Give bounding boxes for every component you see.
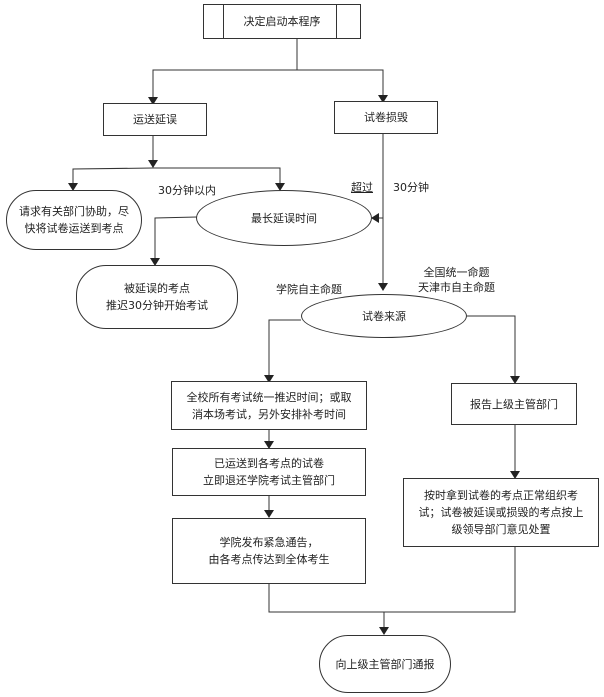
edge-start-damage [297, 69, 388, 103]
request-help-node: 请求有关部门协助，尽 快将试卷运送到考点 [6, 190, 142, 250]
return-papers-node: 已运送到各考点的试卷 立即退还学院考试主管部门 [172, 448, 366, 496]
normal-exam-node: 按时拿到试卷的考点正常组织考 试；试卷被延误或损毁的考点按上 级领导部门意见处置 [403, 478, 599, 547]
edge-delay-help [68, 167, 154, 191]
emergency-notice-node: 学院发布紧急通告， 由各考点传达到全体考生 [172, 518, 366, 584]
start-node-right-bar [336, 5, 337, 38]
edge-maxdelay-postpone [150, 216, 198, 266]
start-node-left-bar [223, 5, 224, 38]
edge-source-report [467, 315, 520, 384]
postpone-node: 被延误的考点 推迟30分钟开始考试 [76, 265, 238, 329]
damage-node: 试卷损毁 [334, 101, 438, 134]
edge-source-school [264, 319, 301, 383]
delay-node: 运送延误 [103, 103, 207, 136]
label-national: 全国统一命题 天津市自主命题 [418, 266, 495, 294]
label-30-min: 30分钟 [393, 181, 429, 194]
edge-start-split [148, 38, 298, 105]
school-wide-node: 全校所有考试统一推迟时间；或取 消本场考试，另外安排补考时间 [171, 381, 367, 430]
label-exceed: 超过 [351, 181, 373, 194]
start-node: 决定启动本程序 [203, 4, 361, 39]
paper-source-node: 试卷来源 [301, 294, 467, 338]
start-node-text: 决定启动本程序 [243, 15, 321, 28]
edge-delay-maxdelay [153, 167, 285, 191]
report-superior-node: 报告上级主管部门 [451, 383, 577, 425]
notify-superior-node: 向上级主管部门通报 [319, 635, 451, 693]
label-school-self: 学院自主命题 [276, 283, 342, 296]
edge-notice-merge [268, 547, 516, 613]
label-within-30: 30分钟以内 [158, 184, 216, 197]
max-delay-node: 最长延误时间 [196, 190, 372, 246]
